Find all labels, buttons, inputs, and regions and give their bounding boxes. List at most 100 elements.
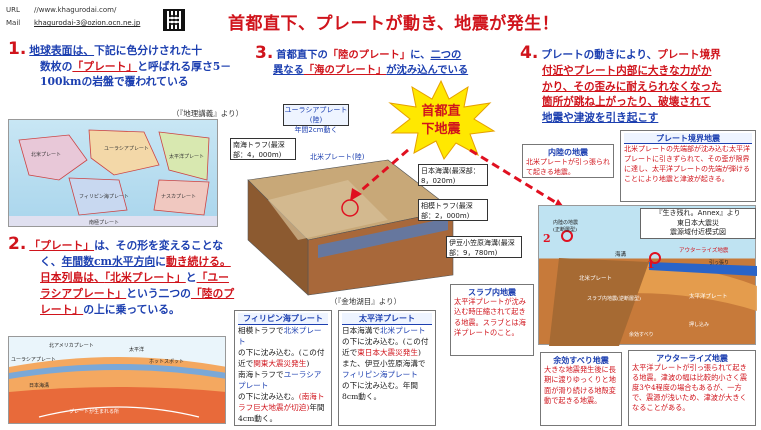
s3-line1d: 二つの — [430, 49, 462, 61]
rp-label-5: 太平洋プレート — [689, 292, 728, 300]
nankai-trough-label: 南海トラフ(最深部：4，000m) — [230, 138, 296, 160]
s3-line2a: 異なる — [273, 64, 304, 76]
s2-line3: 日本列島は、 — [40, 271, 105, 284]
cross-label-0: 北アメリカプレート — [49, 342, 94, 349]
rp-label-3: 海溝 — [615, 250, 627, 258]
hokubei-label: 北米プレート(陸) — [310, 153, 365, 161]
map-label-2: 太平洋プレート — [169, 153, 204, 160]
s2-line4c: 「陸のプ — [190, 287, 235, 300]
s3-line1b: 「陸のプレート」 — [327, 49, 411, 61]
url-label: URL — [6, 6, 20, 14]
s2-line1a: 「プレート」 — [29, 239, 95, 252]
philippine-header: フィリピン海プレート — [238, 313, 328, 325]
rp-label-0: 内陸の地震 — [553, 219, 578, 226]
svg-text:1: 1 — [647, 258, 655, 271]
ph-t1b: 北米プレート — [238, 326, 322, 346]
cross-label-1: ユーラシアプレート — [11, 357, 56, 363]
s3-line1a: 首都直下の — [276, 49, 328, 61]
s1-line2c: と呼ばれる厚さ5－ — [137, 59, 232, 73]
ph-t4: 南海トラフで — [238, 370, 284, 379]
s4-line4: 箇所が跳ね上がったり、破壊されて — [542, 96, 711, 109]
section-3-text: 3.首都直下の「陸のプレート」に、二つの 異なる「海のプレート」が沈み込んでいる — [255, 43, 485, 78]
s2-line3c: と — [185, 271, 197, 284]
annex-sub1: 東日本大震災 — [677, 218, 719, 227]
contact-info: URL //www.khagurodai.com/ Mail khagurodai-… — [6, 4, 140, 30]
rp-label-4: アウターライズ地震 — [679, 246, 729, 254]
ph-t5: の下に沈み込む。 — [238, 392, 299, 401]
s2-line2a: く、 — [40, 255, 62, 268]
slab-header: スラブ内地震 — [468, 287, 516, 297]
s2-line4: ラシアプレート」 — [40, 287, 127, 300]
afterslip-header: 余効すべり地震 — [553, 355, 609, 365]
pa-t3b: フィリピン海プレート — [342, 370, 418, 379]
section-2-text: 2.「プレート」は、その形を変えることな く、年間数cm水平方向に動き続ける。 … — [8, 236, 246, 318]
url-link[interactable]: //www.khagurodai.com/ — [34, 6, 117, 14]
pa-t2d: ) — [417, 348, 421, 357]
ph-t2b: 関東大震災発生 — [253, 359, 307, 368]
burst-line-1: 首都直 — [421, 103, 460, 119]
japan-trench-label: 日本海溝(最深部：8，020m) — [418, 164, 488, 186]
pa-t1b: 北米プレート — [379, 326, 426, 335]
pacific-plate-box: 太平洋プレート 日本海溝で北米プレート の下に沈み込む。(この付近で東日本大震災… — [338, 310, 436, 426]
eurasia-label: ユーラシアプレート(陸) — [284, 106, 348, 124]
section-1-number: 1. — [8, 39, 27, 59]
s1-line1a: 地球表面は、 — [29, 44, 95, 57]
s2-line3b: 「北米プレート」 — [104, 271, 186, 284]
capital-earthquake-burst: 首都直 下地震 — [388, 79, 496, 160]
pa-t2: の下に沈み込む。 — [342, 337, 403, 346]
map-label-1: ユーラシアプレート — [104, 146, 149, 152]
s2-line4b: という二つの — [126, 287, 191, 300]
ph-t5b: (南海トラフ巨大地震が切迫) — [238, 392, 325, 412]
s1-line3: 100kmの岩盤で覆われている — [40, 75, 189, 88]
afterslip-quake-box: 余効すべり地震 大きな地震発生後に長期に渡りゆっくりと地面が滑り続ける地殻変動で… — [540, 352, 622, 426]
pa-t1: 日本海溝で — [342, 326, 380, 335]
rp-label-2: 北米プレート — [579, 274, 612, 282]
ph-t4b: ユーラシアプレート — [238, 370, 322, 390]
rp-label-8: 引っ張り — [709, 259, 729, 266]
page-title: 首都直下、プレートが動き、地震が発生！ — [228, 14, 560, 34]
s2-line3d: 「ユー — [196, 271, 229, 284]
ph-t3: ) — [306, 359, 310, 368]
map-label-5: 南極プレート — [89, 219, 119, 226]
world-plate-map: 北米プレート ユーラシアプレート 太平洋プレート フィリピン海プレート ナスカプ… — [8, 119, 218, 227]
source-note-diagram: （『金地湖目』より） — [330, 297, 402, 306]
map-label-3: フィリピン海プレート — [79, 193, 129, 200]
source-note-1: （『地理講義』より） — [172, 109, 244, 118]
qr-code-icon — [163, 9, 185, 31]
pa-t2b: (この付近で — [342, 337, 429, 357]
sagami-trough-label: 相模トラフ(最深部：2，000m) — [418, 199, 488, 221]
plate-boundary-header: プレート境界地震 — [624, 133, 752, 144]
pacific-header: 太平洋プレート — [342, 313, 432, 325]
section-1-text: 1.地球表面は、下記に色分けされた十 数枚の「プレート」と呼ばれる厚さ5－ 10… — [8, 39, 238, 90]
s1-line2b: 「プレート」 — [72, 59, 138, 73]
s4-line5: 地震や津波を引き起こす — [542, 112, 659, 125]
cross-label-2: 太平洋 — [129, 346, 144, 353]
section-4-number: 4. — [520, 43, 539, 63]
slab-quake-box: スラブ内地震 太平洋プレートが沈み込む時圧縮されて起きる地震。スラブとは海洋プレ… — [450, 284, 534, 356]
s2-line5: レート」 — [40, 303, 84, 316]
inland-text: 北米プレートが引っ張られて起きる地震。 — [526, 158, 610, 176]
inland-header: 内陸の地震 — [548, 147, 588, 157]
mail-link[interactable]: khagurodai-3@ozion.ocn.ne.jp — [34, 19, 141, 27]
section-4-text: 4.プレートの動きにより、プレート境界 付近やプレート内部に大きな力がか かり、… — [520, 43, 758, 127]
map-label-4: ナスカプレート — [161, 194, 196, 200]
s4-line1: プレートの動きにより、 — [541, 49, 658, 61]
s2-line2b: 年間数cm水平方向 — [61, 255, 156, 268]
cross-label-4: 日本海溝 — [29, 382, 49, 389]
s3-line1c: に、 — [410, 49, 431, 61]
s2-line2c: に — [155, 255, 166, 268]
s2-line1b: は、その形を変えることな — [94, 239, 223, 252]
mail-label: Mail — [6, 19, 21, 27]
slab-text: 太平洋プレートが沈み込む時圧縮されて起きる地震。スラブとは海洋プレートのこと。 — [454, 297, 526, 337]
section-3-number: 3. — [255, 43, 274, 63]
cross-label-3: ホットスポット — [149, 358, 184, 365]
ph-t2: の下に沈み込む。(この付近で — [238, 348, 325, 368]
inland-quake-box: 内陸の地震 北米プレートが引っ張られて起きる地震。 — [522, 144, 614, 178]
philippine-plate-box: フィリピン海プレート 相模トラフで北米プレート の下に沈み込む。(この付近で関東… — [234, 310, 332, 426]
outer-rise-quake-box: アウターライズ地震 太平洋プレートが引っ張られて起きる地震。津波の幅は比較的小さ… — [628, 350, 756, 426]
pa-t4: の下に沈み込む。年間8cm動く。 — [342, 381, 418, 401]
annex-caption: 『生き残れ。Annex』より 東日本大震災 震源域付近模式図 — [640, 208, 756, 239]
annex-sub2: 震源域付近模式図 — [670, 228, 726, 236]
eurasia-label-box: ユーラシアプレート(陸) 年間2cm動く — [283, 104, 349, 134]
pa-t3: また、伊豆小笠原海溝で — [342, 359, 426, 368]
